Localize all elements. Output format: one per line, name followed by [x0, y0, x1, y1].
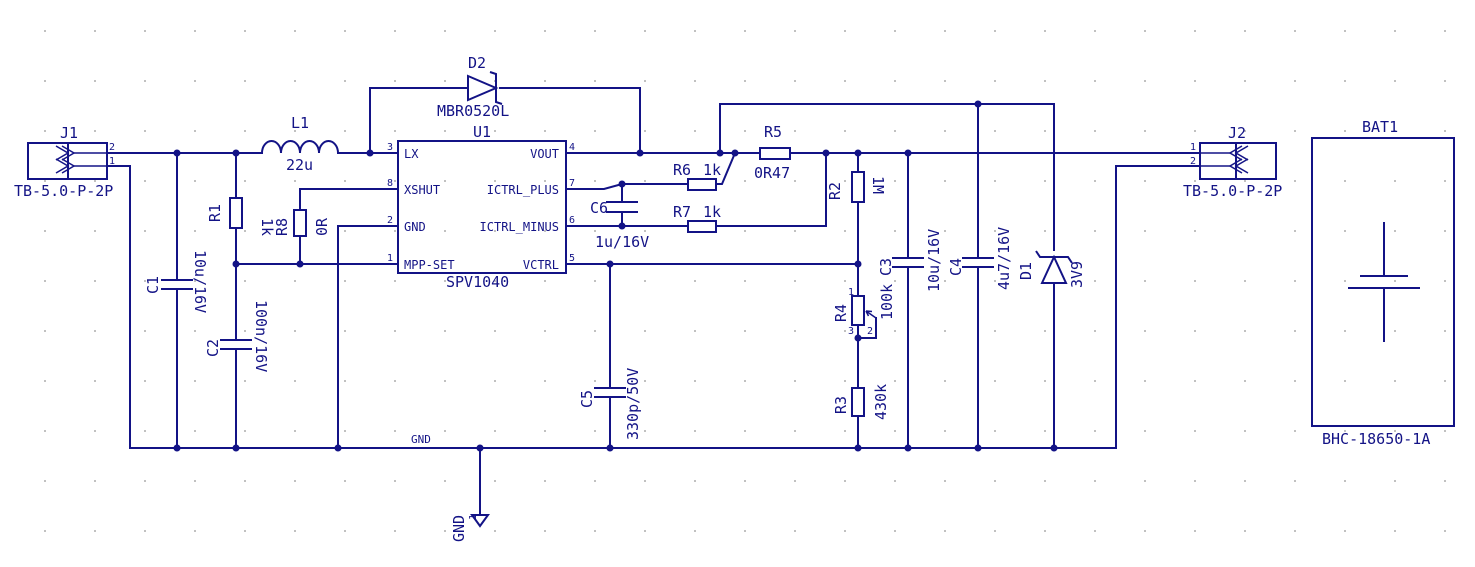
c1-ref: C1 [144, 276, 162, 294]
gnd-net-label: GND [411, 433, 431, 446]
r5-value: 0R47 [754, 164, 790, 182]
c6-ref: C6 [590, 199, 608, 217]
j1-ref: J1 [60, 124, 78, 142]
r8-value: 0R [313, 217, 331, 236]
c3-value: 10u/16V [925, 229, 943, 292]
capacitor-c1: C1 10u/16V [144, 250, 209, 313]
bat1-value: BHC-18650-1A [1322, 430, 1430, 448]
r2-value: 1M [869, 176, 887, 194]
u1-pin-ictrl-plus: ICTRL_PLUS [487, 183, 559, 197]
resistor-r7: R7 1k [673, 203, 721, 233]
l1-value: 22u [286, 156, 313, 174]
connector-j2: 1 2 J2 TB-5.0-P-2P [1183, 124, 1282, 200]
r6-value: 1k [703, 161, 721, 179]
r4-pin-1: 1 [848, 287, 854, 298]
l1-ref: L1 [291, 114, 309, 132]
r4-ref: R4 [832, 304, 850, 322]
r4-value: 100k [878, 284, 896, 320]
j2-value: TB-5.0-P-2P [1183, 182, 1282, 200]
connector-j1: 2 1 J1 TB-5.0-P-2P [14, 124, 115, 200]
u1-pin-num-1: 1 [387, 253, 393, 264]
d1-ref: D1 [1017, 262, 1035, 280]
potentiometer-r4: 1 3 2 R4 100k [832, 284, 896, 337]
capacitor-c4: C4 4u7/16V [947, 227, 1013, 290]
u1-pin-mpp-set: MPP-SET [404, 258, 455, 272]
c4-value: 4u7/16V [995, 227, 1013, 290]
c5-value: 330p/50V [624, 368, 642, 440]
r3-ref: R3 [832, 396, 850, 414]
d2-value: MBR0520L [437, 102, 509, 120]
j2-ref: J2 [1228, 124, 1246, 142]
j1-value: TB-5.0-P-2P [14, 182, 113, 200]
bat1-ref: BAT1 [1362, 118, 1398, 136]
capacitor-c6: C6 1u/16V [590, 199, 649, 251]
r5-ref: R5 [764, 123, 782, 141]
u1-pin-num-6: 6 [569, 215, 575, 226]
r1-ref: R1 [206, 204, 224, 222]
c3-ref: C3 [877, 258, 895, 276]
c2-ref: C2 [204, 339, 222, 357]
capacitor-c3: C3 10u/16V [877, 229, 943, 292]
resistor-r3: R3 430k [832, 384, 890, 420]
r4-pin-2: 2 [867, 326, 873, 337]
r6-ref: R6 [673, 161, 691, 179]
u1-pin-vout: VOUT [530, 147, 559, 161]
d2-ref: D2 [468, 54, 486, 72]
resistor-r2: R2 1M [826, 171, 887, 203]
j1-pin-2: 2 [109, 142, 115, 153]
r7-ref: R7 [673, 203, 691, 221]
capacitor-c5: C5 330p/50V [578, 368, 642, 440]
resistor-r1: R1 1k [206, 197, 276, 236]
j2-pin-2: 2 [1190, 156, 1196, 167]
c6-value: 1u/16V [595, 233, 649, 251]
capacitor-c2: C2 100n/16V [204, 300, 270, 372]
resistor-r5: R5 0R47 [754, 123, 791, 182]
r1-value: 1k [258, 218, 276, 236]
gnd-symbol-label: GND [450, 515, 468, 542]
j2-pin-1: 1 [1190, 142, 1196, 153]
gnd-pin-1: 1 [468, 514, 479, 520]
r4-pin-3: 3 [848, 326, 854, 337]
u1-pin-lx: LX [404, 147, 419, 161]
diode-d2: D2 MBR0520L [437, 54, 509, 120]
u1-pin-num-5: 5 [569, 253, 575, 264]
j1-pin-1: 1 [109, 156, 115, 167]
junctions [173, 100, 1058, 452]
u1-pin-xshut: XSHUT [404, 183, 440, 197]
u1-pin-num-3: 3 [387, 142, 393, 153]
u1-pin-ictrl-minus: ICTRL_MINUS [480, 220, 559, 234]
resistor-r8: R8 0R [273, 209, 331, 237]
c2-value: 100n/16V [252, 300, 270, 372]
c5-ref: C5 [578, 390, 596, 408]
u1-pin-gnd: GND [404, 220, 426, 234]
battery-bat1: BAT1 BHC-18650-1A [1311, 118, 1455, 448]
ground-symbol: 1 GND [450, 514, 490, 542]
zener-diode-d1: D1 3V9 [1017, 250, 1086, 288]
d1-value: 3V9 [1068, 261, 1086, 288]
wires [106, 87, 1201, 516]
inductor-l1: L1 22u [261, 114, 339, 174]
u1-value: SPV1040 [446, 273, 509, 291]
r8-ref: R8 [273, 218, 291, 236]
c4-ref: C4 [947, 258, 965, 276]
u1-pin-num-4: 4 [569, 142, 575, 153]
r3-value: 430k [872, 384, 890, 420]
r2-ref: R2 [826, 182, 844, 200]
u1-pin-vctrl: VCTRL [523, 258, 559, 272]
c1-value: 10u/16V [191, 250, 209, 313]
u1-pin-num-7: 7 [569, 178, 575, 189]
u1-ref: U1 [473, 123, 491, 141]
r7-value: 1k [703, 203, 721, 221]
u1-pin-num-8: 8 [387, 178, 393, 189]
ic-u1: U1 SPV1040 3 8 2 1 LX XSHUT GND MPP-SET … [385, 123, 575, 291]
u1-pin-num-2: 2 [387, 215, 393, 226]
resistor-r6: R6 1k [673, 161, 721, 191]
